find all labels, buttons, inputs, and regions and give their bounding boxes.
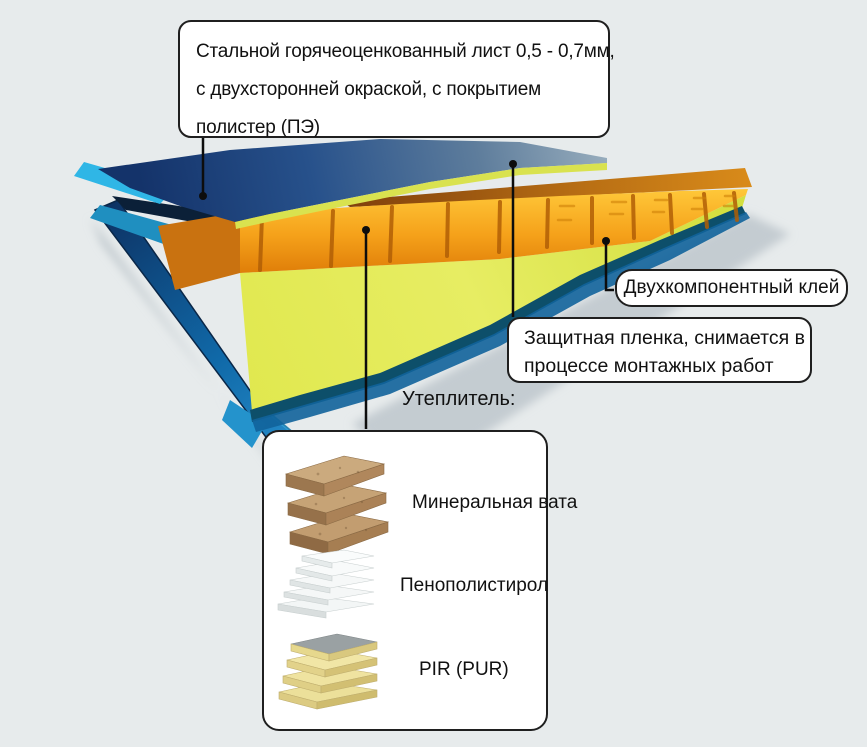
steel-sheet-line-3: полистер (ПЭ) [196,117,320,138]
polystyrene-foam-image [277,549,375,619]
insulation-left-end [158,212,240,290]
callout-protective-film: Защитная пленка, снимается в процессе мо… [507,317,812,383]
pointer-dot-steel-sheet [199,192,207,200]
insulation-type-row: PIR (PUR) [275,630,509,710]
top-sheet-face [98,139,607,222]
insulation-type-label: Пенополистирол [400,575,549,596]
insulation-type-label: Минеральная вата [412,492,578,513]
pointer-dot-insulation [362,226,370,234]
insulation-title: Утеплитель: [402,388,516,410]
steel-sheet-line-1: Стальной горячеоценкованный лист 0,5 - 0… [196,41,615,62]
insulation-texture-dashes [556,194,736,222]
insulation-type-row: Минеральная вата [278,448,577,558]
pointer-dot-film [509,160,517,168]
film-edge-strip-teal [250,206,746,422]
pointer-line-adhesive [604,241,614,292]
callout-adhesive: Двухкомпонентный клей [615,269,848,307]
top-sheet-film-strip [235,163,607,229]
insulation-top-face [340,168,752,207]
steel-sheet-line-2: с двухсторонней окраской, с покрытием [196,79,541,100]
pointer-dots [199,160,610,245]
mineral-wool-image [284,455,390,555]
pointer-lines [201,138,614,429]
insulation-grooves [258,191,739,272]
pir-pur-image [278,633,378,710]
film-edge-strip-blue [252,212,750,432]
pointer-dot-adhesive [602,237,610,245]
film-line-2: процессе монтажных работ [524,355,774,377]
bottom-sheet-corner-cyan [222,400,266,448]
callout-insulation-types: Минеральная вата Пенополистирол [262,430,577,731]
insulation-type-label: PIR (PUR) [419,659,509,680]
callout-steel-sheet: Стальной горячеоценкованный лист 0,5 - 0… [178,20,615,138]
adhesive-label: Двухкомпонентный клей [623,277,840,298]
insulation-type-row: Пенополистирол [274,548,548,624]
film-line-1: Защитная пленка, снимается в [524,327,805,349]
